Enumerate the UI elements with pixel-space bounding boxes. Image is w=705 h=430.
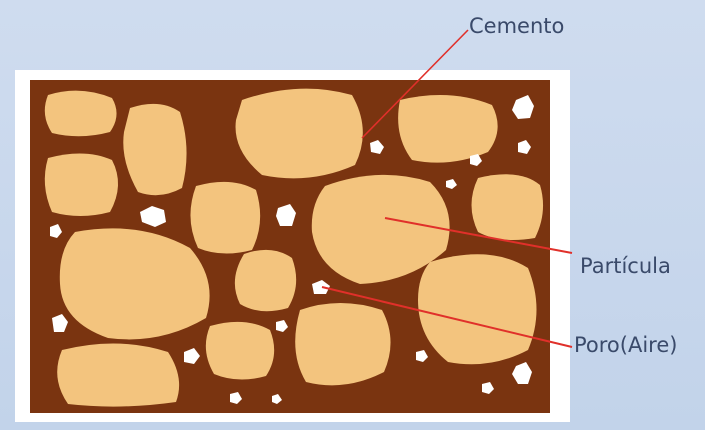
label-pore: Poro(Aire) [574, 333, 677, 357]
particle [206, 322, 274, 380]
particle [235, 250, 296, 311]
particle [472, 174, 544, 240]
particle [45, 91, 117, 137]
particle [123, 104, 186, 195]
particle [190, 182, 260, 254]
particle [418, 254, 537, 364]
label-particle: Partícula [580, 254, 671, 278]
particle [295, 303, 390, 385]
particle [57, 343, 179, 406]
particle [45, 153, 118, 216]
particle [236, 89, 363, 179]
label-cement: Cemento [469, 14, 564, 38]
particle [398, 95, 498, 163]
